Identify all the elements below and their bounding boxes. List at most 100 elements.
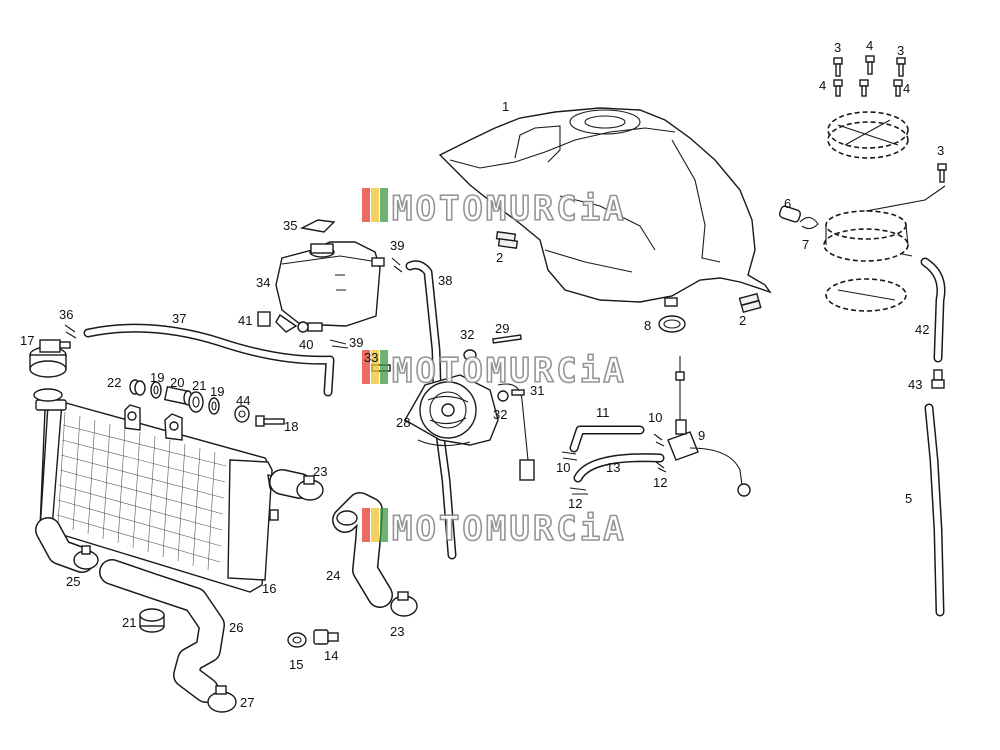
callout-13: 13 [606, 460, 620, 475]
callout-34: 34 [256, 275, 270, 290]
washer-32-lower [497, 390, 509, 402]
fuel-pump-flange [823, 185, 946, 262]
grommet-21 [139, 608, 165, 633]
callout-20: 20 [170, 375, 184, 390]
flange-gasket [825, 278, 907, 312]
radiator-cap-17 [29, 339, 71, 378]
callout-22: 22 [107, 375, 121, 390]
radiator-core [56, 411, 227, 571]
hose-clamp-25 [73, 545, 99, 570]
washer-19-left [150, 381, 162, 399]
fitting-31 [511, 389, 525, 396]
screw-4-a [865, 55, 875, 75]
screw-29 [492, 334, 522, 344]
callout-23: 23 [313, 464, 327, 479]
callout-28: 28 [396, 415, 410, 430]
svg-text:MOTOMURCiA: MOTOMURCiA [392, 351, 627, 391]
callout-21: 21 [122, 615, 136, 630]
washer-32-upper [463, 349, 477, 361]
callout-labels: 1 2 2 3 4 3 4 4 3 5 6 7 8 9 10 10 11 12 … [20, 38, 944, 710]
callout-26: 26 [229, 620, 243, 635]
bolt-18 [255, 415, 285, 427]
screw-3-b [896, 57, 906, 77]
screw-4-b [833, 79, 843, 97]
fitting-43 [931, 369, 945, 389]
screw-3-a [833, 57, 843, 77]
clip-39-top [391, 257, 403, 273]
callout-32: 32 [493, 407, 507, 422]
washer-19-right [208, 397, 220, 415]
callout-16: 16 [262, 581, 276, 596]
fuel-tank [438, 107, 772, 307]
callout-31: 31 [530, 383, 544, 398]
hose-clamp-8 [658, 315, 686, 333]
callout-5: 5 [905, 491, 912, 506]
hose-clamp-23-bottom [390, 591, 418, 617]
callout-18: 18 [284, 419, 298, 434]
flange-ring-top [827, 111, 909, 159]
callout-3: 3 [937, 143, 944, 158]
callout-8: 8 [644, 318, 651, 333]
callout-9: 9 [698, 428, 705, 443]
callout-14: 14 [324, 648, 338, 663]
expansion-tank [275, 241, 385, 333]
callout-3: 3 [897, 43, 904, 58]
washer-15 [287, 632, 307, 648]
callout-39: 39 [349, 335, 363, 350]
callout-32: 32 [460, 327, 474, 342]
callout-37: 37 [172, 311, 186, 326]
callout-12: 12 [568, 496, 582, 511]
clip-10-top [653, 433, 665, 447]
screw-4-d [893, 79, 903, 97]
callout-38: 38 [438, 273, 452, 288]
fan-wire [497, 383, 535, 481]
washer-44 [234, 405, 250, 423]
clip-10-bottom [561, 451, 578, 461]
callout-12: 12 [653, 475, 667, 490]
callout-1: 1 [502, 99, 509, 114]
screw-4-c [859, 79, 869, 97]
callout-39: 39 [390, 238, 404, 253]
callout-6: 6 [784, 196, 791, 211]
callout-2: 2 [739, 313, 746, 328]
watermark-middle: MOTOMURCiA [362, 350, 627, 392]
callout-19: 19 [150, 370, 164, 385]
clip-12-left [569, 487, 588, 495]
callout-27: 27 [240, 695, 254, 710]
callout-10: 10 [648, 410, 662, 425]
fuel-cock-9 [667, 356, 751, 497]
svg-text:MOTOMURCiA: MOTOMURCiA [392, 509, 627, 549]
bolt-40 [297, 321, 323, 333]
cooling-fan [404, 374, 499, 447]
callout-2: 2 [496, 250, 503, 265]
callout-4: 4 [866, 38, 873, 53]
callout-41: 41 [238, 313, 252, 328]
hose-clip-2-right [738, 292, 762, 314]
clip-39-bottom [329, 339, 349, 349]
screw-3-c [937, 163, 947, 183]
callout-40: 40 [299, 337, 313, 352]
bushing-22 [129, 379, 146, 396]
clip-36 [64, 324, 77, 339]
callout-4: 4 [903, 81, 910, 96]
watermark-top: MOTOMURCiA [362, 188, 625, 230]
callout-44: 44 [236, 393, 250, 408]
bushing-21 [188, 391, 204, 413]
hose-clamp-27 [207, 685, 237, 713]
callout-33: 33 [364, 350, 378, 365]
callout-4: 4 [819, 78, 826, 93]
callout-17: 17 [20, 333, 34, 348]
callout-36: 36 [59, 307, 73, 322]
callout-3: 3 [834, 40, 841, 55]
callout-43: 43 [908, 377, 922, 392]
hose-24-end [336, 510, 358, 526]
connector-6 [778, 205, 802, 223]
callout-7: 7 [802, 237, 809, 252]
callout-15: 15 [289, 657, 303, 672]
nut-41 [257, 311, 271, 327]
callout-29: 29 [495, 321, 509, 336]
clip-7 [799, 216, 819, 230]
callout-25: 25 [66, 574, 80, 589]
hose-clip-2-left [495, 230, 519, 250]
